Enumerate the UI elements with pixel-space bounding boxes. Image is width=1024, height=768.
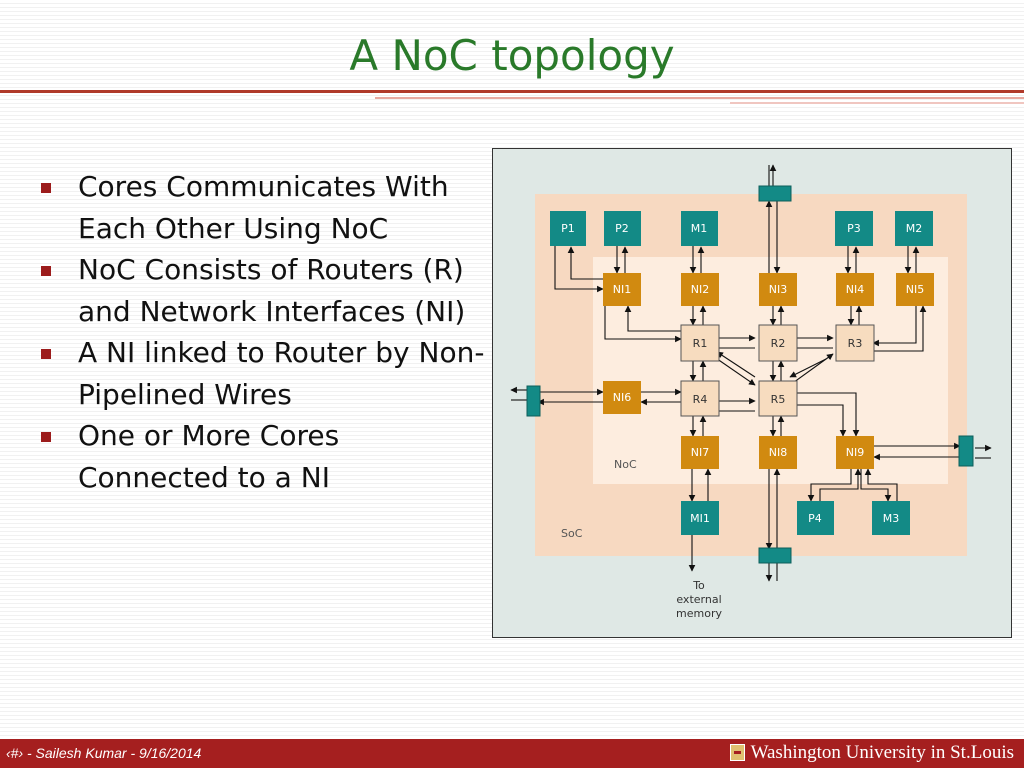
- bullet-square-icon: [41, 349, 51, 359]
- right-port: [958, 435, 974, 467]
- footer-bar: ‹#› - Sailesh Kumar - 9/16/2014 Washingt…: [0, 739, 1024, 768]
- router-r5: R5: [758, 380, 798, 417]
- noc-topology-figure: SoC NoC: [492, 148, 1012, 638]
- ni-7: NI7: [681, 436, 719, 469]
- university-logo: Washington University in St.Louis: [729, 742, 1014, 764]
- noc-diagram: SoC NoC: [510, 164, 992, 620]
- ni-2: NI2: [681, 273, 719, 306]
- core-p1: P1: [550, 211, 586, 246]
- svg-text:NI4: NI4: [846, 283, 864, 296]
- router-r2: R2: [758, 324, 798, 362]
- bullet-item: A NI linked to Router by Non-Pipelined W…: [40, 332, 485, 415]
- bullet-square-icon: [41, 266, 51, 276]
- core-p2: P2: [604, 211, 641, 246]
- external-memory-label-3: memory: [676, 607, 722, 620]
- svg-text:NI8: NI8: [769, 446, 787, 459]
- left-port: [526, 385, 541, 417]
- core-m3: M3: [872, 501, 910, 535]
- university-name: Washington University in St.Louis: [750, 742, 1014, 763]
- svg-text:MI1: MI1: [690, 512, 710, 525]
- svg-text:R1: R1: [693, 337, 708, 350]
- core-mi1: MI1: [681, 501, 719, 535]
- svg-text:M2: M2: [906, 222, 923, 235]
- svg-text:NI3: NI3: [769, 283, 787, 296]
- bullet-text: One or More Cores Connected to a NI: [78, 419, 340, 494]
- title-rule-accent: [375, 97, 1024, 99]
- svg-text:M1: M1: [691, 222, 708, 235]
- core-p3: P3: [835, 211, 873, 246]
- external-memory-label-1: To: [692, 579, 705, 592]
- bullet-item: One or More Cores Connected to a NI: [40, 415, 485, 498]
- ni-8: NI8: [759, 436, 797, 469]
- ni-5: NI5: [896, 273, 934, 306]
- svg-text:P3: P3: [847, 222, 861, 235]
- svg-text:NI5: NI5: [906, 283, 924, 296]
- noc-label: NoC: [614, 458, 637, 471]
- bullet-square-icon: [41, 432, 51, 442]
- svg-text:R5: R5: [771, 393, 786, 406]
- svg-text:R2: R2: [771, 337, 786, 350]
- bullet-list: Cores Communicates With Each Other Using…: [40, 166, 485, 498]
- router-r4: R4: [680, 380, 720, 417]
- soc-label: SoC: [561, 527, 583, 540]
- crest-icon: [729, 744, 745, 761]
- external-memory-label-2: external: [676, 593, 721, 606]
- svg-text:M3: M3: [883, 512, 900, 525]
- title-rule: [0, 90, 1024, 93]
- bullet-text: A NI linked to Router by Non-Pipelined W…: [78, 336, 485, 411]
- bullet-item: Cores Communicates With Each Other Using…: [40, 166, 485, 249]
- core-m1: M1: [681, 211, 718, 246]
- bullet-text: NoC Consists of Routers (R) and Network …: [78, 253, 466, 328]
- top-port: [758, 185, 792, 202]
- bullet-square-icon: [41, 183, 51, 193]
- bottom-port: [758, 547, 792, 564]
- svg-text:P1: P1: [561, 222, 575, 235]
- svg-text:R3: R3: [848, 337, 863, 350]
- svg-text:P2: P2: [615, 222, 629, 235]
- router-r1: R1: [680, 324, 720, 362]
- core-p4: P4: [797, 501, 834, 535]
- ni-4: NI4: [836, 273, 874, 306]
- ni-3: NI3: [759, 273, 797, 306]
- slide-title: A NoC topology: [349, 31, 675, 80]
- ni-9: NI9: [836, 436, 874, 469]
- svg-text:R4: R4: [693, 393, 708, 406]
- svg-text:NI7: NI7: [691, 446, 709, 459]
- core-m2: M2: [895, 211, 933, 246]
- router-r3: R3: [835, 324, 875, 362]
- svg-text:NI9: NI9: [846, 446, 864, 459]
- title-rule-accent-2: [730, 102, 1024, 104]
- bullet-item: NoC Consists of Routers (R) and Network …: [40, 249, 485, 332]
- ni-6: NI6: [603, 381, 641, 414]
- ni-1: NI1: [603, 273, 641, 306]
- svg-text:NI2: NI2: [691, 283, 709, 296]
- svg-text:NI6: NI6: [613, 391, 631, 404]
- svg-text:P4: P4: [808, 512, 822, 525]
- bullet-text: Cores Communicates With Each Other Using…: [78, 170, 449, 245]
- footer-text: ‹#› - Sailesh Kumar - 9/16/2014: [6, 745, 202, 761]
- svg-text:NI1: NI1: [613, 283, 631, 296]
